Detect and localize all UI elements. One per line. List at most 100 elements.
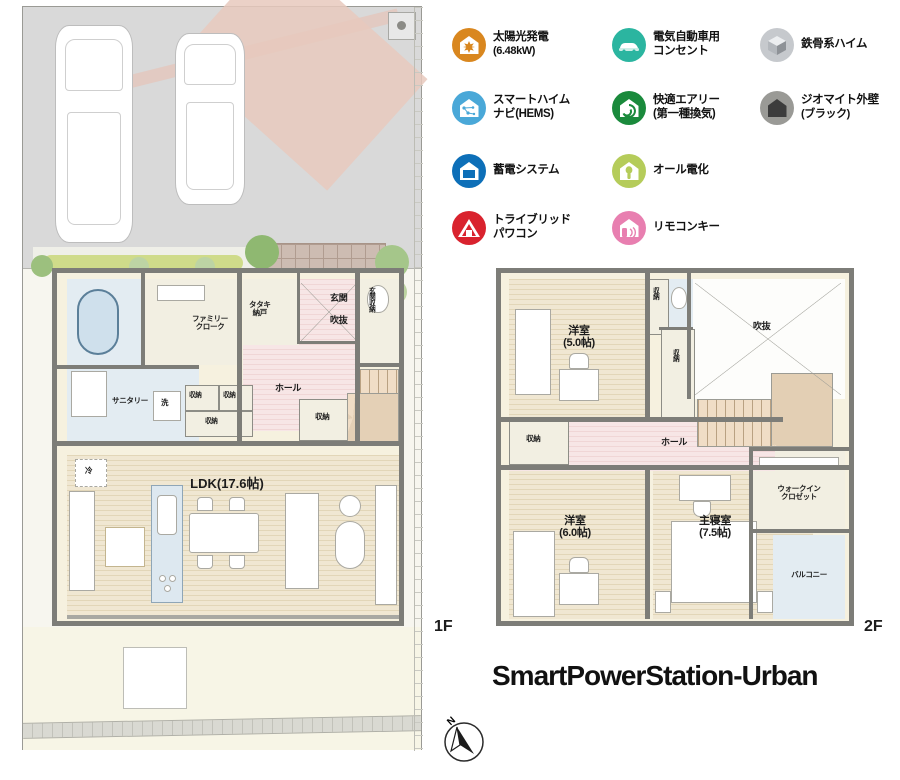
side-table: [339, 495, 361, 517]
legend-label-tribrid: トライブリッドパワコン: [493, 214, 571, 240]
plan-title: SmartPowerStation-Urban: [492, 660, 818, 691]
label-entrance-storage: 玄関収納: [367, 287, 375, 313]
label-ldk: LDK(17.6帖): [190, 476, 264, 491]
label-wash: 洗: [161, 398, 169, 407]
wall-1f-h3: [355, 363, 399, 367]
wall-1f-sill: [67, 615, 399, 619]
tree-1: [245, 235, 279, 269]
floor-label-2f: 2F: [864, 618, 883, 635]
stove-burner-2: [169, 575, 176, 582]
label-sanitary: サニタリー: [112, 396, 148, 405]
legend-item-ev: 電気自動車用コンセント: [612, 28, 720, 62]
stove-burner-3: [164, 585, 171, 592]
wall-2f-v3: [645, 465, 650, 619]
parked-car-1: [55, 25, 133, 243]
all-electric-icon: [612, 154, 646, 188]
label-master: 主寝室(7.5帖): [698, 515, 732, 540]
label-fridge: 冷: [85, 466, 93, 475]
dining-chair-1: [197, 497, 213, 511]
outdoor-unit: [123, 647, 187, 709]
legend-item-remote: リモコンキー: [612, 211, 720, 245]
kitchen-sink: [157, 495, 177, 535]
label-bed-south: 洋室(6.0帖): [559, 515, 591, 540]
nightstand-right: [757, 591, 773, 613]
void-hatch-2f: [695, 283, 841, 395]
toilet-2f: [671, 287, 687, 309]
floor-plan-2f: 洋室(5.0帖) 洋室(6.0帖) 主寝室(7.5帖) ウォークインクロゼット …: [496, 268, 854, 626]
wall-1f-v4: [297, 273, 300, 343]
legend-label-hems: スマートハイムナビ(HEMS): [493, 94, 570, 120]
bathtub: [77, 289, 119, 355]
wall-2f-v4: [749, 447, 753, 619]
legend-label-remote: リモコンキー: [653, 221, 720, 234]
dining-chair-3: [197, 555, 213, 569]
wall-2f-v2: [687, 273, 691, 399]
storage-a: [185, 385, 219, 411]
staircase-2f: [697, 399, 783, 447]
wall-1f-h1: [57, 365, 199, 369]
dining-table: [189, 513, 259, 553]
tree-5: [31, 255, 53, 277]
label-storage-b: 収納: [223, 392, 236, 399]
label-tataki-storage: タタキ納戸: [249, 300, 271, 318]
steel-cube-icon: [760, 28, 794, 62]
equipment-legend: 太陽光発電(6.48kW) スマートハイムナビ(HEMS) 蓄電システム: [452, 28, 892, 248]
legend-item-allelec: オール電化: [612, 154, 709, 188]
legend-label-allelec: オール電化: [653, 164, 709, 177]
label-entrance: 玄関: [330, 293, 348, 303]
dining-chair-4: [229, 555, 245, 569]
tv-board: [375, 485, 397, 605]
solar-house-icon: [452, 28, 486, 62]
label-balcony: バルコニー: [791, 570, 827, 579]
hems-house-icon: [452, 91, 486, 125]
legend-item-hems: スマートハイムナビ(HEMS): [452, 91, 570, 125]
ev-charger-icon: [612, 28, 646, 62]
bed-west: [515, 309, 551, 395]
desk-west: [559, 369, 599, 401]
washing-machine: [153, 391, 181, 421]
ventilation-icon: [612, 91, 646, 125]
wall-2f-h2: [501, 465, 849, 470]
label-void-2f: 吹抜: [753, 321, 771, 331]
ottoman: [335, 521, 365, 569]
dining-rug: [105, 527, 145, 567]
wall-house-icon: [760, 91, 794, 125]
power-conditioner-icon: [452, 211, 486, 245]
label-wic: ウォークインクロゼット: [777, 484, 821, 502]
legend-item-battery: 蓄電システム: [452, 154, 560, 188]
floor-plan-1f: LDK(17.6帖) ホール 玄関 吹抜 タタキ納戸 玄関収納 ファミリークロー…: [52, 268, 404, 626]
label-storage-2f-3: 収納: [526, 434, 541, 443]
battery-core: [463, 170, 475, 178]
chair-master: [693, 501, 711, 517]
label-storage-c: 収納: [205, 418, 218, 425]
wall-2f-h5: [659, 327, 693, 330]
wall-1f-h2: [57, 441, 399, 446]
legend-item-tribrid: トライブリッドパワコン: [452, 211, 571, 245]
site-scale-ruler: [414, 7, 423, 751]
label-storage-2f-1: 収納: [651, 287, 659, 300]
storage-c: [185, 411, 253, 437]
legend-item-geomight: ジオマイト外壁(ブラック): [760, 91, 879, 125]
label-bed-west: 洋室(5.0帖): [563, 325, 595, 350]
desk-south: [559, 573, 599, 605]
legend-label-battery: 蓄電システム: [493, 164, 560, 177]
cupboard: [69, 491, 95, 591]
sofa: [285, 493, 319, 589]
chair-west: [569, 353, 589, 369]
vanity-counter: [71, 371, 107, 417]
legend-label-airy: 快適エアリー(第一種換気): [653, 94, 720, 120]
shelf-family-cloak: [157, 285, 205, 301]
wall-2f-h4: [749, 447, 849, 451]
label-storage-a: 収納: [189, 392, 202, 399]
label-hall-1f: ホール: [275, 383, 302, 393]
wall-1f-v2: [237, 273, 242, 441]
label-family-cloak: ファミリークローク: [192, 314, 228, 332]
bed-master: [671, 521, 757, 603]
label-storage-2f-2: 収納: [671, 349, 679, 362]
meter-box: [388, 12, 416, 40]
remote-key-icon: [612, 211, 646, 245]
legend-label-steel: 鉄骨系ハイム: [801, 38, 868, 51]
wall-2f-h1: [501, 417, 783, 422]
legend-label-geomight: ジオマイト外壁(ブラック): [801, 94, 879, 120]
battery-house-icon: [452, 154, 486, 188]
